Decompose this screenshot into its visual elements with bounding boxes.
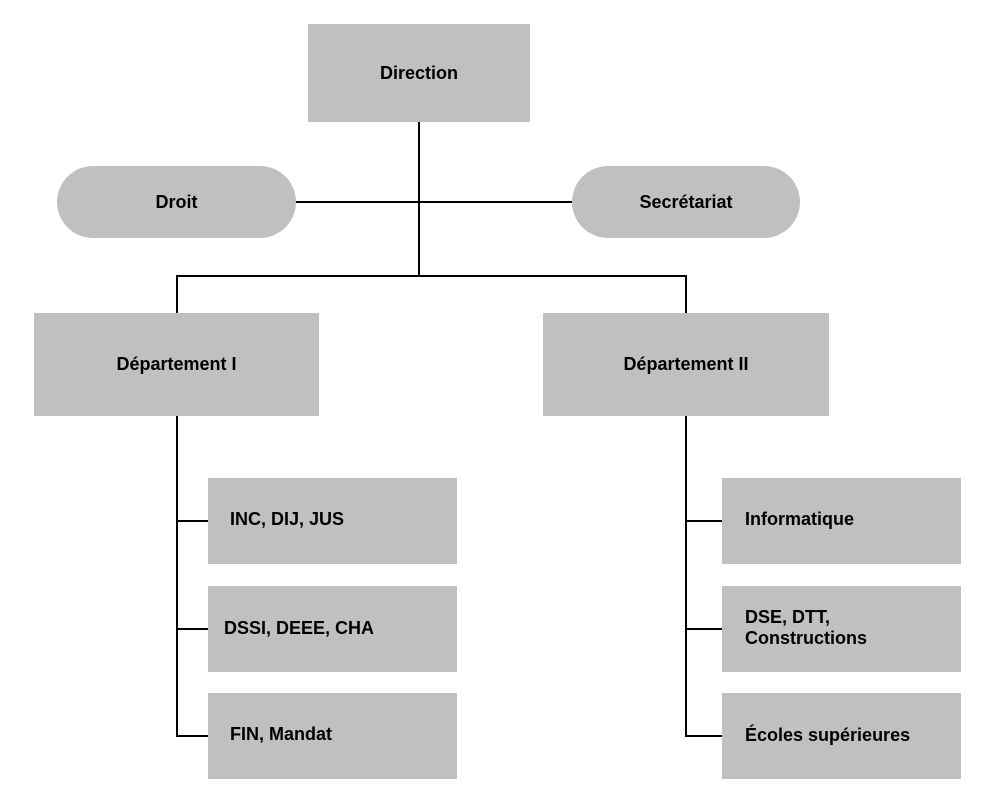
node-unit-dssi-deee-cha: DSSI, DEEE, CHA <box>208 586 457 672</box>
node-direction: Direction <box>308 24 530 122</box>
unit-label: INC, DIJ, JUS <box>230 508 345 529</box>
connector-dept2-branch <box>685 416 687 737</box>
unit-label: Informatique <box>745 508 855 529</box>
node-unit-inc-dij-jus: INC, DIJ, JUS <box>208 478 457 564</box>
connector-dept1-drop <box>176 275 178 313</box>
unit-label: DSSI, DEEE, CHA <box>224 617 375 638</box>
node-unit-informatique: Informatique <box>722 478 961 564</box>
connector-dept1-unit2 <box>176 628 208 630</box>
connector-direction-trunk <box>418 122 420 277</box>
unit-label: Écoles supérieures <box>745 724 911 745</box>
connector-dept1-unit3 <box>176 735 208 737</box>
node-secretariat: Secrétariat <box>572 166 800 238</box>
node-unit-dse-dtt-constructions: DSE, DTT, Constructions <box>722 586 961 672</box>
node-departement-2: Département II <box>543 313 829 416</box>
node-departement-1: Département I <box>34 313 319 416</box>
unit-label: DSE, DTT, Constructions <box>745 607 868 648</box>
node-departement-2-label: Département II <box>623 354 749 374</box>
connector-dept1-unit1 <box>176 520 208 522</box>
node-unit-ecoles-superieures: Écoles supérieures <box>722 693 961 779</box>
node-droit: Droit <box>57 166 296 238</box>
node-droit-label: Droit <box>155 191 198 212</box>
connector-staff <box>296 201 572 203</box>
connector-dept1-branch <box>176 416 178 737</box>
connector-dept2-drop <box>685 275 687 313</box>
node-unit-fin-mandat: FIN, Mandat <box>208 693 457 779</box>
node-secretariat-label: Secrétariat <box>639 191 733 212</box>
node-direction-label: Direction <box>379 62 458 83</box>
connector-dept2-unit3 <box>685 735 722 737</box>
connector-dept2-unit2 <box>685 628 722 630</box>
connector-dept2-unit1 <box>685 520 722 522</box>
node-departement-1-label: Département I <box>116 354 237 374</box>
connector-department-bus <box>176 275 686 277</box>
unit-label: FIN, Mandat <box>230 723 332 744</box>
